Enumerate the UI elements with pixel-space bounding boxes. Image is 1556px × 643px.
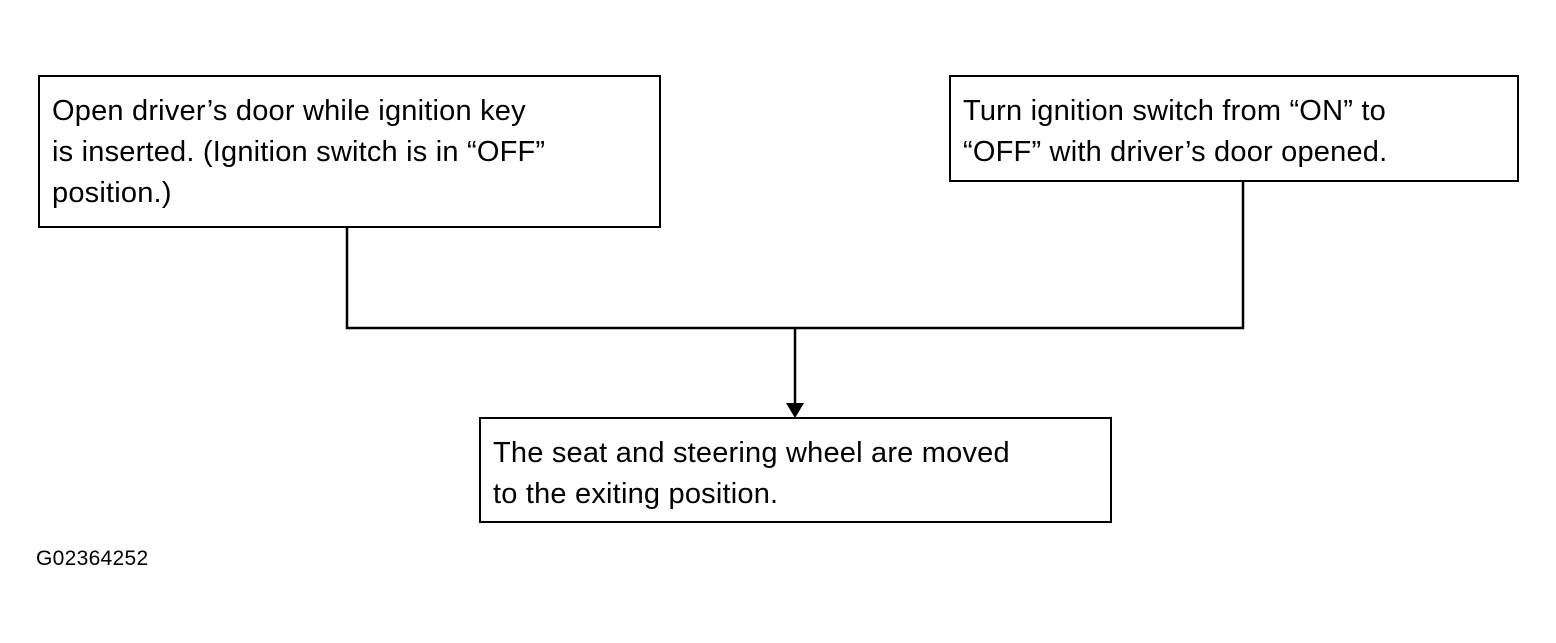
condition-box-door-open-line-3: position.) bbox=[52, 177, 172, 209]
figure-code: G02364252 bbox=[36, 547, 149, 570]
condition-box-door-open-line-2: is inserted. (Ignition switch is in “OFF… bbox=[52, 136, 546, 168]
condition-box-ignition-off: Turn ignition switch from “ON” to “OFF” … bbox=[949, 75, 1519, 182]
condition-box-ignition-off-line-1: Turn ignition switch from “ON” to bbox=[963, 95, 1386, 127]
result-box-exit-position-line-2: to the exiting position. bbox=[493, 478, 779, 510]
right-box-connector bbox=[795, 182, 1245, 330]
left-box-connector bbox=[345, 228, 795, 330]
down-arrow-head bbox=[786, 403, 804, 418]
condition-box-ignition-off-line-2: “OFF” with driver’s door opened. bbox=[963, 136, 1388, 168]
condition-box-door-open: Open driver’s door while ignition key is… bbox=[38, 75, 661, 228]
result-box-exit-position-line-1: The seat and steering wheel are moved bbox=[493, 437, 1010, 469]
condition-box-door-open-line-1: Open driver’s door while ignition key bbox=[52, 95, 526, 127]
result-box-exit-position: The seat and steering wheel are moved to… bbox=[479, 417, 1112, 523]
